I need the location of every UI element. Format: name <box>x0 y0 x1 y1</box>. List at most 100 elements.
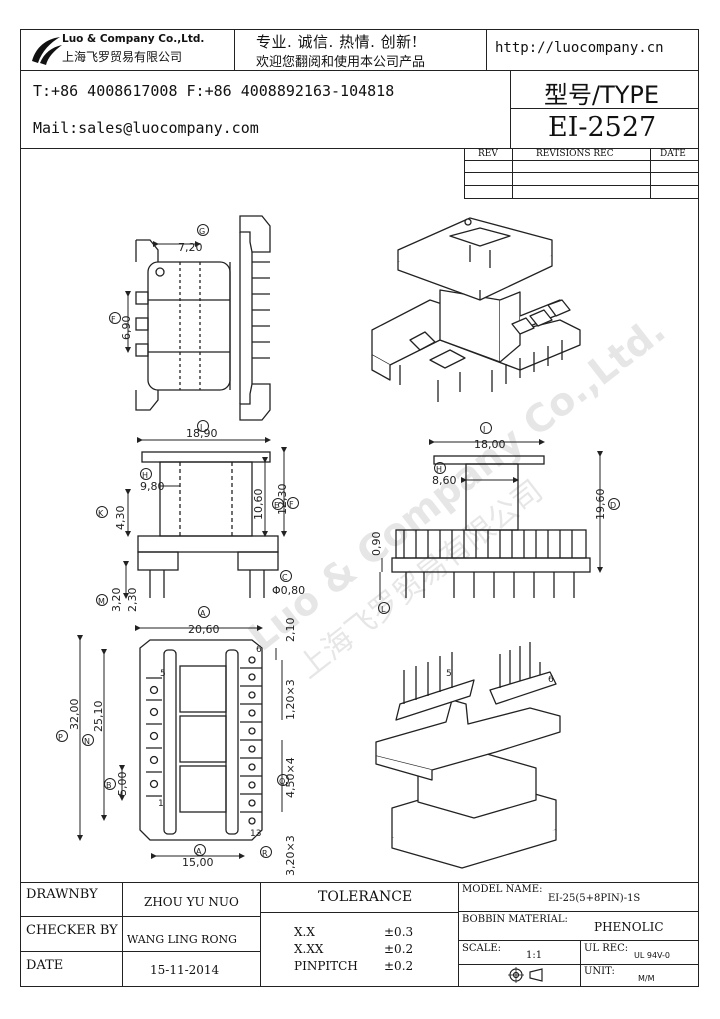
svg-text:R: R <box>262 849 268 858</box>
tol-xx-label: X.X <box>294 925 315 939</box>
drawing-frame <box>20 29 699 987</box>
svg-text:F: F <box>289 500 294 509</box>
svg-text:F: F <box>111 315 116 324</box>
type-value: EI-2527 <box>548 112 657 143</box>
model-name-label: MODEL NAME: <box>462 884 543 895</box>
checker-by-value: WANG LING RONG <box>127 933 237 946</box>
iso-view-bottom <box>375 671 561 869</box>
rev-header: REV <box>478 149 498 159</box>
svg-text:J: J <box>199 423 202 432</box>
svg-text:H: H <box>142 471 148 480</box>
company-logo-icon <box>32 37 62 65</box>
drawn-by-value: ZHOU YU NUO <box>144 895 239 909</box>
side-view <box>391 455 591 598</box>
type-label: 型号/TYPE <box>544 81 660 109</box>
svg-text:K: K <box>98 509 104 518</box>
unit-value: M/M <box>638 974 655 983</box>
iso-view-bottom-pins <box>403 642 541 704</box>
projection-symbol-icon <box>508 967 543 983</box>
bottom-view <box>139 639 263 841</box>
company-email[interactable]: Mail:sales@luocompany.com <box>33 119 259 137</box>
svg-text:3,20: 3,20 <box>110 588 123 613</box>
slogan-line1: 专业. 诚信. 热情. 创新! <box>256 33 419 51</box>
svg-text:0,90: 0,90 <box>370 532 383 557</box>
top-view-dims: G 7,20 F 6,90 <box>109 224 209 353</box>
svg-text:32,00: 32,00 <box>68 699 81 731</box>
svg-text:10,60: 10,60 <box>252 489 265 521</box>
svg-text:1: 1 <box>158 799 164 809</box>
svg-text:9,80: 9,80 <box>140 480 165 493</box>
svg-text:C: C <box>282 573 288 582</box>
svg-text:Φ0,80: Φ0,80 <box>272 584 305 597</box>
iso-view-top <box>371 217 581 381</box>
svg-text:B: B <box>106 781 112 790</box>
svg-text:6: 6 <box>548 675 554 685</box>
svg-text:H: H <box>436 465 442 474</box>
phone-fax: T:+86 4008617008 F:+86 4008892163-104818 <box>33 82 395 100</box>
svg-text:5: 5 <box>160 669 166 679</box>
svg-text:2,10: 2,10 <box>284 618 297 643</box>
svg-text:N: N <box>84 737 90 746</box>
svg-text:G: G <box>199 227 205 236</box>
tol-xxx-value: ±0.2 <box>384 942 414 956</box>
bobbin-material-value: PHENOLIC <box>594 920 664 934</box>
svg-text:1,20×3: 1,20×3 <box>284 679 297 720</box>
model-name-value: EI-25(5+8PIN)-1S <box>548 893 641 904</box>
svg-text:7,20: 7,20 <box>178 241 203 254</box>
tol-pinpitch-value: ±0.2 <box>384 959 414 973</box>
svg-text:D: D <box>610 501 616 510</box>
svg-text:3,20×3: 3,20×3 <box>284 835 297 876</box>
date-label: DATE <box>26 958 64 973</box>
svg-text:P: P <box>58 733 63 742</box>
unit-label: UNIT: <box>584 966 615 977</box>
svg-text:15,00: 15,00 <box>182 856 214 869</box>
svg-text:L: L <box>381 605 386 614</box>
bobbin-material-label: BOBBIN MATERIAL: <box>462 914 568 925</box>
checker-by-label: CHECKER BY <box>26 923 118 938</box>
tol-pinpitch-label: PINPITCH <box>294 959 358 973</box>
scale-value: 1:1 <box>526 950 543 961</box>
iso-view-top-pins <box>399 340 563 402</box>
svg-text:25,10: 25,10 <box>92 701 105 733</box>
svg-text:4,30: 4,30 <box>114 506 127 531</box>
svg-text:2,30: 2,30 <box>126 588 139 613</box>
revisions-rec-header: REVISIONS REC <box>536 149 614 159</box>
watermark: Luo & Company Co.,Ltd. 上海飞罗贸易有限公司 <box>240 307 673 685</box>
svg-text:19,60: 19,60 <box>594 489 607 521</box>
scale-label: SCALE: <box>462 943 502 954</box>
bottom-view-dims: A 20,60 P 32,00 N 25,10 B 5,00 2,10 1,20… <box>56 606 297 876</box>
svg-text:E: E <box>274 501 279 510</box>
svg-text:A: A <box>196 847 202 856</box>
svg-text:5: 5 <box>446 669 452 679</box>
top-view <box>135 215 271 421</box>
front-view-dims: J 18,90 H 9,80 10,60 E 12,30 F K 4,30 M … <box>96 420 305 613</box>
svg-text:4,50×4: 4,50×4 <box>284 757 297 798</box>
svg-text:6,90: 6,90 <box>120 316 133 341</box>
front-view <box>137 451 279 598</box>
svg-text:A: A <box>200 609 206 618</box>
svg-text:M: M <box>98 597 105 606</box>
svg-text:5,00: 5,00 <box>116 772 129 797</box>
tolerance-label: TOLERANCE <box>318 889 413 905</box>
tol-xxx-label: X.XX <box>294 942 324 956</box>
slogan-line2: 欢迎您翻阅和使用本公司产品 <box>256 55 426 70</box>
svg-text:12,30: 12,30 <box>276 484 289 516</box>
svg-text:8,60: 8,60 <box>432 474 457 487</box>
svg-text:6: 6 <box>256 645 262 655</box>
side-view-dims: I 18,00 H 8,60 19,60 D 0,90 L <box>370 422 620 614</box>
ul-rec-value: UL 94V-0 <box>634 951 671 960</box>
tol-xx-value: ±0.3 <box>384 925 414 939</box>
svg-text:13: 13 <box>250 829 261 839</box>
svg-text:20,60: 20,60 <box>188 623 220 636</box>
company-website[interactable]: http://luocompany.cn <box>495 40 664 56</box>
ul-rec-label: UL REC: <box>584 943 629 954</box>
svg-text:I: I <box>483 425 485 434</box>
header-divider <box>20 70 699 71</box>
svg-text:18,00: 18,00 <box>474 438 506 451</box>
revision-date-header: DATE <box>660 149 686 159</box>
drawn-by-label: DRAWNBY <box>26 887 98 902</box>
svg-text:18,90: 18,90 <box>186 427 218 440</box>
company-name-en: Luo & Company Co.,Ltd. <box>62 33 205 45</box>
company-name-cn: 上海飞罗贸易有限公司 <box>62 50 183 64</box>
